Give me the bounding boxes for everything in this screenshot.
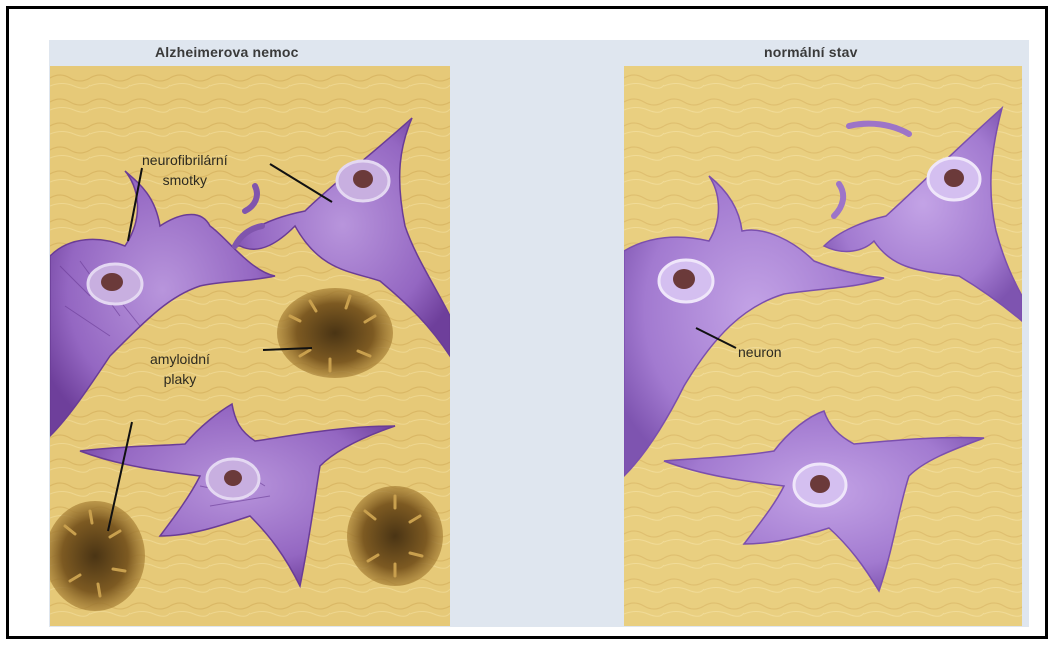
right-panel-title: normální stav [764, 44, 858, 60]
tangles-label-line2: smotky [142, 170, 228, 190]
amyloid-plaque-center [277, 288, 393, 378]
neuron-label: neuron [738, 342, 782, 362]
left-panel-title: Alzheimerova nemoc [155, 44, 299, 60]
normal-illustration [624, 66, 1022, 626]
amyloid-plaque-bottom-right [347, 486, 443, 586]
tangles-label-line1: neurofibrilární [142, 150, 228, 170]
plaques-label-line2: plaky [150, 369, 210, 389]
normal-panel [624, 66, 1022, 626]
plaques-label: amyloidní plaky [150, 349, 210, 389]
alzheimer-illustration [50, 66, 450, 626]
alzheimer-panel [50, 66, 450, 626]
plaques-label-line1: amyloidní [150, 349, 210, 369]
tangles-label: neurofibrilární smotky [142, 150, 228, 190]
